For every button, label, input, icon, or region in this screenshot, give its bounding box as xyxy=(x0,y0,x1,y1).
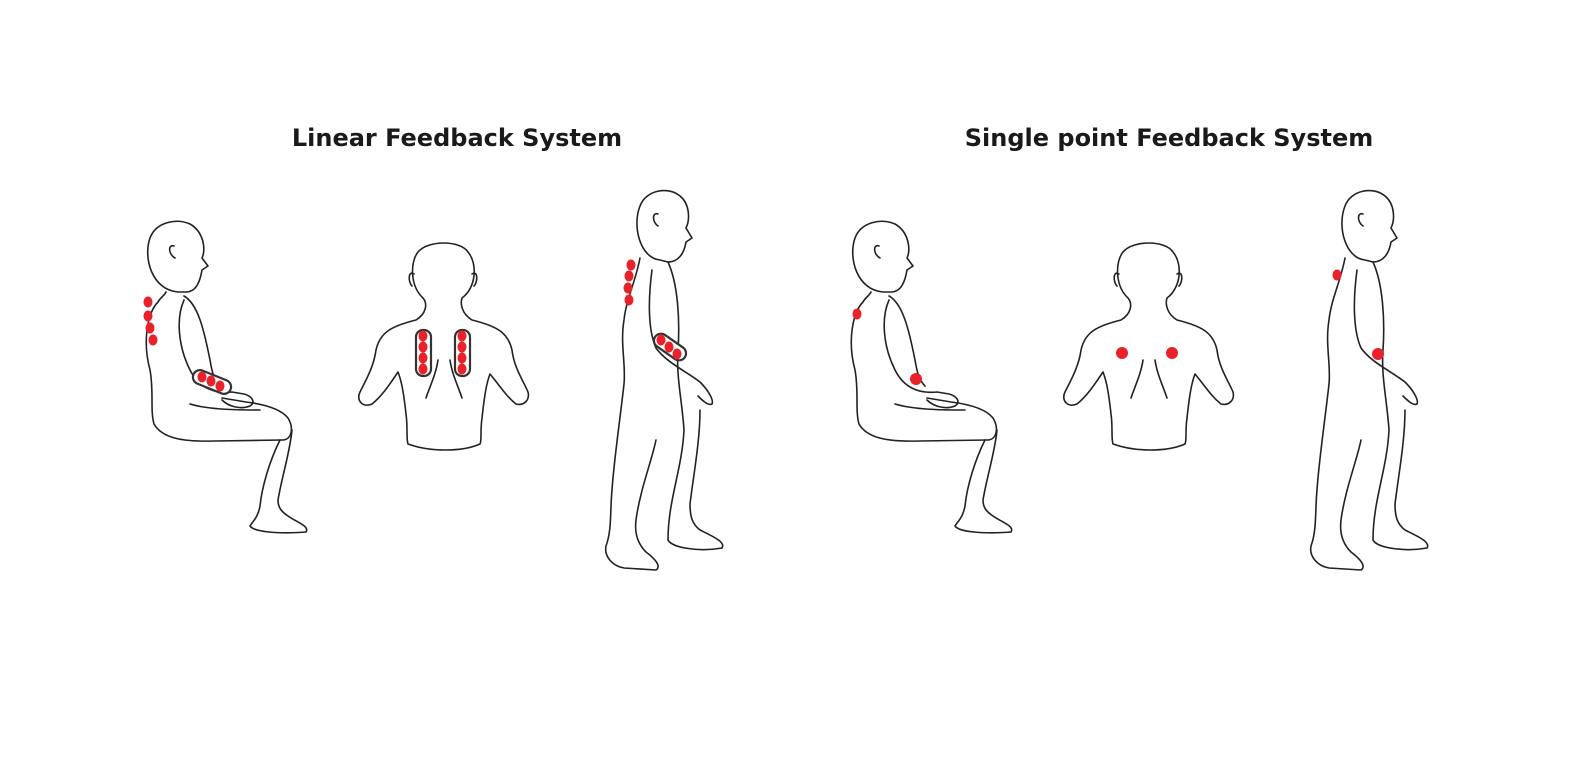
actuator-dot xyxy=(143,310,153,322)
actuator-dot xyxy=(418,341,428,353)
actuator-dot xyxy=(626,259,636,271)
actuator-dot xyxy=(457,352,467,364)
actuator-dot xyxy=(418,330,428,342)
actuator-dot xyxy=(624,294,634,306)
linear-back-actuator-strip-left xyxy=(414,328,433,378)
linear-back-figure xyxy=(357,242,530,451)
single-seated-figure xyxy=(850,220,1013,534)
actuator-dot xyxy=(1166,347,1178,359)
actuator-dot xyxy=(852,308,862,320)
actuator-dot xyxy=(215,380,225,392)
actuator-dot xyxy=(457,363,467,375)
single-point-feedback-title: Single point Feedback System xyxy=(964,124,1374,152)
actuator-dot xyxy=(418,352,428,364)
linear-seated-arm-actuator-strip xyxy=(191,369,233,395)
actuator-dot xyxy=(664,341,674,353)
actuator-dot xyxy=(143,296,153,308)
linear-seated-figure xyxy=(143,220,308,534)
actuator-dot xyxy=(206,375,216,387)
single-standing-figure xyxy=(1309,189,1429,571)
actuator-dot xyxy=(656,334,666,346)
actuator-dot xyxy=(910,373,922,385)
single-back-figure xyxy=(1062,242,1235,451)
actuator-dot xyxy=(1372,348,1384,360)
linear-feedback-title: Linear Feedback System xyxy=(291,124,623,152)
actuator-dot xyxy=(1332,269,1342,281)
linear-back-actuator-strip-right xyxy=(453,328,472,378)
linear-standing-arm-actuator-strip xyxy=(652,332,688,362)
actuator-dot xyxy=(672,348,682,360)
actuator-dot xyxy=(1116,347,1128,359)
actuator-dot xyxy=(623,282,633,294)
linear-standing-figure xyxy=(604,189,724,571)
actuator-dot xyxy=(148,334,158,346)
actuator-dot xyxy=(457,330,467,342)
actuator-dot xyxy=(624,270,634,282)
actuator-dot xyxy=(145,322,155,334)
actuator-dot xyxy=(197,371,207,383)
actuator-dot xyxy=(457,341,467,353)
actuator-dot xyxy=(418,363,428,375)
